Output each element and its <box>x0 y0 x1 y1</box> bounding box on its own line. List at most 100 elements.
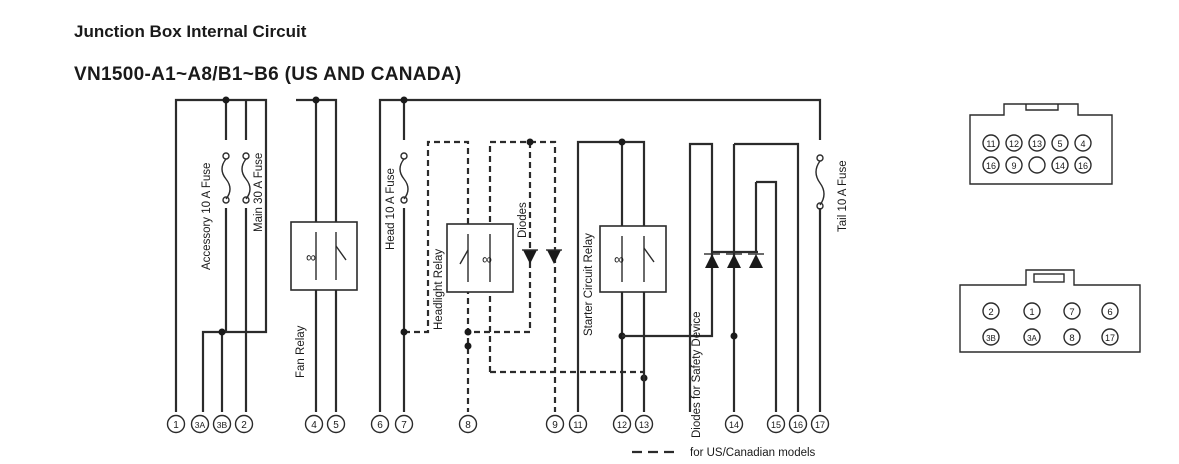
svg-text:17: 17 <box>1105 333 1115 343</box>
terminal: 3A <box>190 414 210 434</box>
terminal-row: 1 3A 3B 2 4 5 6 7 8 9 11 12 13 14 15 16 … <box>166 414 830 434</box>
section-headlight: Head 10 A Fuse Tail 10 A Fuse ∞ Headligh… <box>378 96 849 412</box>
connector-pin: 3B <box>982 328 1000 346</box>
svg-text:16: 16 <box>986 161 996 171</box>
svg-text:3A: 3A <box>1027 334 1037 343</box>
connector-pin: 17 <box>1101 328 1119 346</box>
terminal: 3B <box>212 414 232 434</box>
accessory-fuse-symbol <box>221 140 231 208</box>
svg-text:8: 8 <box>1069 333 1074 344</box>
svg-text:9: 9 <box>1011 161 1016 171</box>
svg-text:7: 7 <box>401 420 407 431</box>
diagram-subtitle: VN1500-A1~A8/B1~B6 (US AND CANADA) <box>74 64 462 85</box>
terminal: 2 <box>234 414 254 434</box>
terminal: 16 <box>788 414 808 434</box>
headlight-relay-coil: ∞ <box>482 251 492 267</box>
connector-top: 11 12 13 5 4 16 9 14 16 <box>969 103 1113 185</box>
svg-text:3A: 3A <box>195 420 206 430</box>
svg-text:12: 12 <box>1009 139 1019 149</box>
svg-text:16: 16 <box>793 420 803 430</box>
terminal: 17 <box>810 414 830 434</box>
svg-text:8: 8 <box>465 420 471 431</box>
svg-text:3B: 3B <box>217 420 228 430</box>
connector-pin: 13 <box>1028 134 1046 152</box>
connector-pin: 4 <box>1074 134 1092 152</box>
connector-pin: 16 <box>982 156 1000 174</box>
terminal: 1 <box>166 414 186 434</box>
terminal: 8 <box>458 414 478 434</box>
connector-pin: 8 <box>1063 328 1081 346</box>
terminal: 7 <box>394 414 414 434</box>
connector-pin-empty <box>1028 156 1046 174</box>
headlight-relay-label: Headlight Relay <box>433 249 445 330</box>
terminal: 5 <box>326 414 346 434</box>
safety-diode-trio <box>704 253 764 268</box>
connector-bottom: 2 1 7 6 3B 3A 8 17 <box>959 269 1141 353</box>
diodes-label: Diodes <box>517 202 529 238</box>
connector-pin: 2 <box>982 302 1000 320</box>
connector-pin: 14 <box>1051 156 1069 174</box>
svg-text:2: 2 <box>241 420 247 431</box>
starter-relay-coil: ∞ <box>614 251 624 267</box>
connector-pin: 7 <box>1063 302 1081 320</box>
terminal: 9 <box>545 414 565 434</box>
legend: for US/Canadian models <box>632 447 816 459</box>
safety-diodes-label: Diodes for Safety Device <box>691 311 703 438</box>
headlight-relay-box <box>446 223 514 293</box>
main-fuse-label: Main 30 A Fuse <box>253 153 265 232</box>
fan-relay-box <box>290 221 358 291</box>
svg-text:13: 13 <box>639 420 649 430</box>
svg-text:7: 7 <box>1069 307 1074 318</box>
terminal: 13 <box>634 414 654 434</box>
terminal: 4 <box>304 414 324 434</box>
connector-pin: 16 <box>1074 156 1092 174</box>
terminal: 6 <box>370 414 390 434</box>
svg-text:15: 15 <box>771 420 781 430</box>
svg-text:2: 2 <box>988 307 993 318</box>
svg-text:3B: 3B <box>986 334 996 343</box>
legend-label: for US/Canadian models <box>690 447 816 459</box>
starter-relay-label: Starter Circuit Relay <box>583 233 595 336</box>
diagram-title: Junction Box Internal Circuit <box>74 22 307 41</box>
head-fuse-label: Head 10 A Fuse <box>385 168 397 250</box>
head-fuse-symbol <box>399 140 409 208</box>
connector-pin: 6 <box>1101 302 1119 320</box>
section-main-accessory: Accessory 10 A Fuse Main 30 A Fuse <box>174 96 268 412</box>
section-starter-relay: ∞ Starter Circuit Relay <box>576 138 667 412</box>
connector-pin: 12 <box>1005 134 1023 152</box>
svg-text:14: 14 <box>1055 161 1065 171</box>
svg-text:11: 11 <box>573 420 582 430</box>
connector-pin: 5 <box>1051 134 1069 152</box>
svg-text:6: 6 <box>377 420 383 431</box>
svg-text:9: 9 <box>552 420 558 431</box>
svg-text:13: 13 <box>1032 139 1042 149</box>
section-safety-diodes: Diodes for Safety Device <box>622 142 800 438</box>
connector-pin: 3A <box>1023 328 1041 346</box>
svg-text:12: 12 <box>617 420 627 430</box>
svg-text:14: 14 <box>729 420 739 430</box>
diode-pair <box>522 249 562 264</box>
accessory-fuse-label: Accessory 10 A Fuse <box>201 163 213 270</box>
connector-pin: 11 <box>982 134 1000 152</box>
section-fan-relay: ∞ Fan Relay <box>290 96 358 412</box>
fan-relay-coil: ∞ <box>306 249 316 265</box>
svg-text:1: 1 <box>1029 307 1034 318</box>
tail-fuse-label: Tail 10 A Fuse <box>837 160 849 232</box>
svg-text:11: 11 <box>986 139 995 149</box>
connector-pin: 1 <box>1023 302 1041 320</box>
svg-text:5: 5 <box>1057 139 1062 149</box>
svg-text:5: 5 <box>333 420 339 431</box>
terminal: 15 <box>766 414 786 434</box>
terminal: 12 <box>612 414 632 434</box>
fan-relay-label: Fan Relay <box>295 325 307 378</box>
connector-pin: 9 <box>1005 156 1023 174</box>
svg-text:16: 16 <box>1078 161 1088 171</box>
svg-text:4: 4 <box>311 420 317 431</box>
starter-relay-box <box>599 225 667 293</box>
tail-fuse-symbol <box>815 140 825 210</box>
svg-text:6: 6 <box>1107 307 1112 318</box>
svg-text:17: 17 <box>815 420 825 430</box>
terminal: 11 <box>568 414 588 434</box>
main-fuse-symbol <box>241 140 251 208</box>
